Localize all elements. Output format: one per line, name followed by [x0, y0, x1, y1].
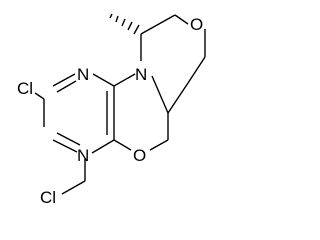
bond-c6-n1-double — [56, 132, 81, 146]
oxygen-morpholine-label: O — [190, 15, 203, 34]
structure-drawing: Cl N N N O O Cl — [17, 13, 206, 207]
wedge-hash-2 — [115, 15, 119, 23]
wedge-hash-1 — [109, 13, 113, 19]
morpholine-ring — [140, 14, 206, 114]
substituents — [34, 92, 86, 195]
bond-n3-c4 — [92, 73, 115, 87]
methyl-hashed-wedge — [109, 13, 140, 35]
wedge-hash-3 — [121, 18, 126, 27]
wedge-hash-4 — [127, 21, 133, 31]
bond-chme-ch2 — [140, 14, 176, 35]
nitrogen-fused-label: N — [135, 65, 147, 84]
bond-ch2-o — [174, 14, 189, 25]
wedge-hash-5 — [133, 24, 140, 35]
nitrogen-bottom-label: N — [77, 146, 89, 165]
bond-ch-n — [151, 75, 169, 114]
bond-c4-n-fused — [113, 73, 136, 87]
bond-c5-c6 — [91, 139, 115, 154]
bond-o-ch2 — [149, 139, 169, 151]
bond-c6-n1 — [52, 139, 78, 153]
bond-c2-cl — [34, 92, 45, 100]
chlorine-methyl-label: Cl — [40, 188, 56, 207]
bond-ch2b-ch2c — [187, 56, 206, 84]
bond-c2-n3 — [52, 73, 76, 87]
pyrimidine-ring — [43, 73, 115, 154]
chlorine-ring-label: Cl — [17, 79, 33, 98]
bond-ch2-cl — [61, 180, 86, 195]
oxazine-ring — [113, 73, 169, 151]
oxygen-oxazine-label: O — [133, 146, 146, 165]
nitrogen-top-label: N — [77, 65, 89, 84]
bond-c5-o — [113, 139, 132, 151]
bond-c2-n3-double — [56, 80, 77, 93]
bond-ch2c-ch — [167, 82, 189, 114]
